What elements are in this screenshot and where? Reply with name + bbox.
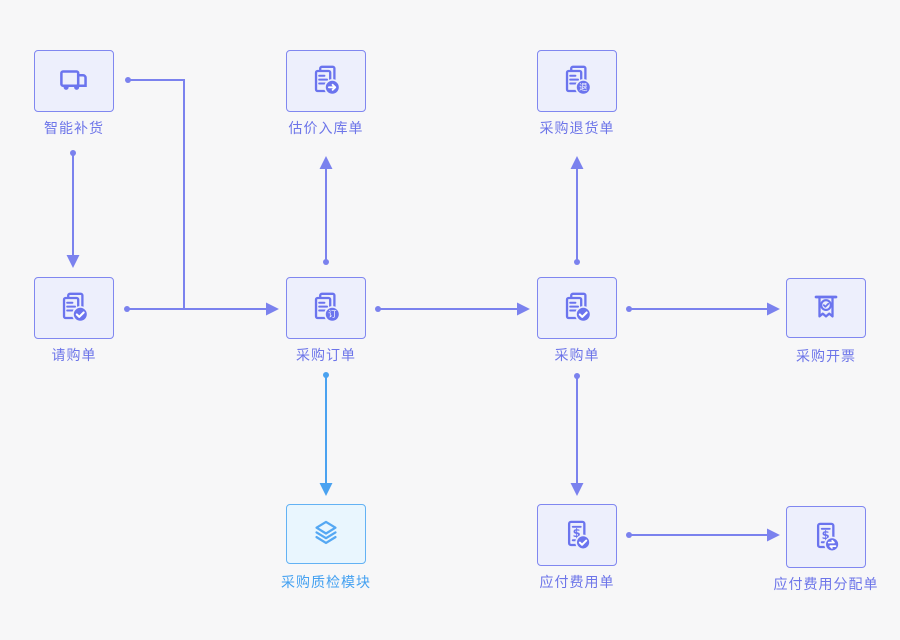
node-label-purchase-order: 采购订单: [296, 348, 356, 364]
document-check-icon: [565, 292, 592, 323]
connector-dot: [375, 306, 381, 312]
currency-symbol: $: [573, 526, 581, 540]
purchase-return-order-box[interactable]: 退: [537, 50, 617, 112]
smart-replenishment-box[interactable]: [34, 50, 114, 112]
estimated-inbound-order-box[interactable]: [286, 50, 366, 112]
connector-dot: [574, 373, 580, 379]
badge-text-order: 订: [328, 309, 337, 319]
node-payable-expense-allocation: $ 应付费用分配单: [774, 506, 878, 593]
purchase-invoicing-box[interactable]: [786, 278, 866, 338]
document-return-icon: 退: [565, 65, 592, 96]
invoice-ribbon-icon: [814, 295, 838, 318]
document-order-icon: 订: [314, 292, 341, 323]
node-label-payable-expense-allocation: 应付费用分配单: [773, 577, 879, 593]
node-label-purchase-receipt: 采购单: [554, 348, 600, 364]
node-label-purchase-qc-module: 采购质检模块: [281, 575, 371, 591]
badge-text-return: 退: [579, 82, 588, 92]
payable-expense-bill-box[interactable]: $: [537, 504, 617, 566]
node-smart-replenishment: 智能补货: [34, 50, 114, 137]
purchase-qc-module-box[interactable]: [286, 504, 366, 564]
connector-dot: [125, 77, 131, 83]
connector-dot: [626, 306, 632, 312]
payable-expense-allocation-box[interactable]: $: [786, 506, 866, 568]
bill-dollar-transfer-icon: $: [816, 522, 840, 553]
node-purchase-return-order: 退 采购退货单: [537, 50, 617, 137]
node-estimated-inbound-order: 估价入库单: [286, 50, 366, 137]
connector-dot: [323, 372, 329, 378]
connector-dot: [323, 259, 329, 265]
document-arrow-icon: [314, 65, 341, 96]
purchase-order-box[interactable]: 订: [286, 277, 366, 339]
connector-dot: [574, 259, 580, 265]
node-label-smart-replenishment: 智能补货: [44, 121, 104, 137]
node-purchase-receipt: 采购单: [537, 277, 617, 364]
node-label-estimated-inbound-order: 估价入库单: [288, 121, 364, 137]
connector-dot: [124, 306, 130, 312]
node-purchase-invoicing: 采购开票: [786, 278, 866, 365]
connector-dot: [626, 532, 632, 538]
node-label-purchase-return-order: 采购退货单: [539, 121, 615, 137]
purchase-receipt-box[interactable]: [537, 277, 617, 339]
node-purchase-order: 订 采购订单: [286, 277, 366, 364]
bill-dollar-check-icon: $: [567, 520, 591, 551]
truck-icon: [60, 70, 87, 90]
connector-replenishment-to-purchase-order: [128, 79, 185, 308]
node-label-purchase-requisition: 请购单: [51, 348, 97, 364]
currency-symbol: $: [822, 528, 830, 542]
connector-dot: [70, 150, 76, 156]
layers-icon: [315, 520, 337, 545]
node-label-payable-expense-bill: 应付费用单: [539, 575, 615, 591]
node-purchase-qc-module: 采购质检模块: [281, 504, 370, 591]
document-check-icon: [62, 292, 89, 323]
node-label-purchase-invoicing: 采购开票: [796, 349, 856, 365]
node-purchase-requisition: 请购单: [34, 277, 114, 364]
node-payable-expense-bill: $ 应付费用单: [537, 504, 617, 591]
purchase-requisition-box[interactable]: [34, 277, 114, 339]
